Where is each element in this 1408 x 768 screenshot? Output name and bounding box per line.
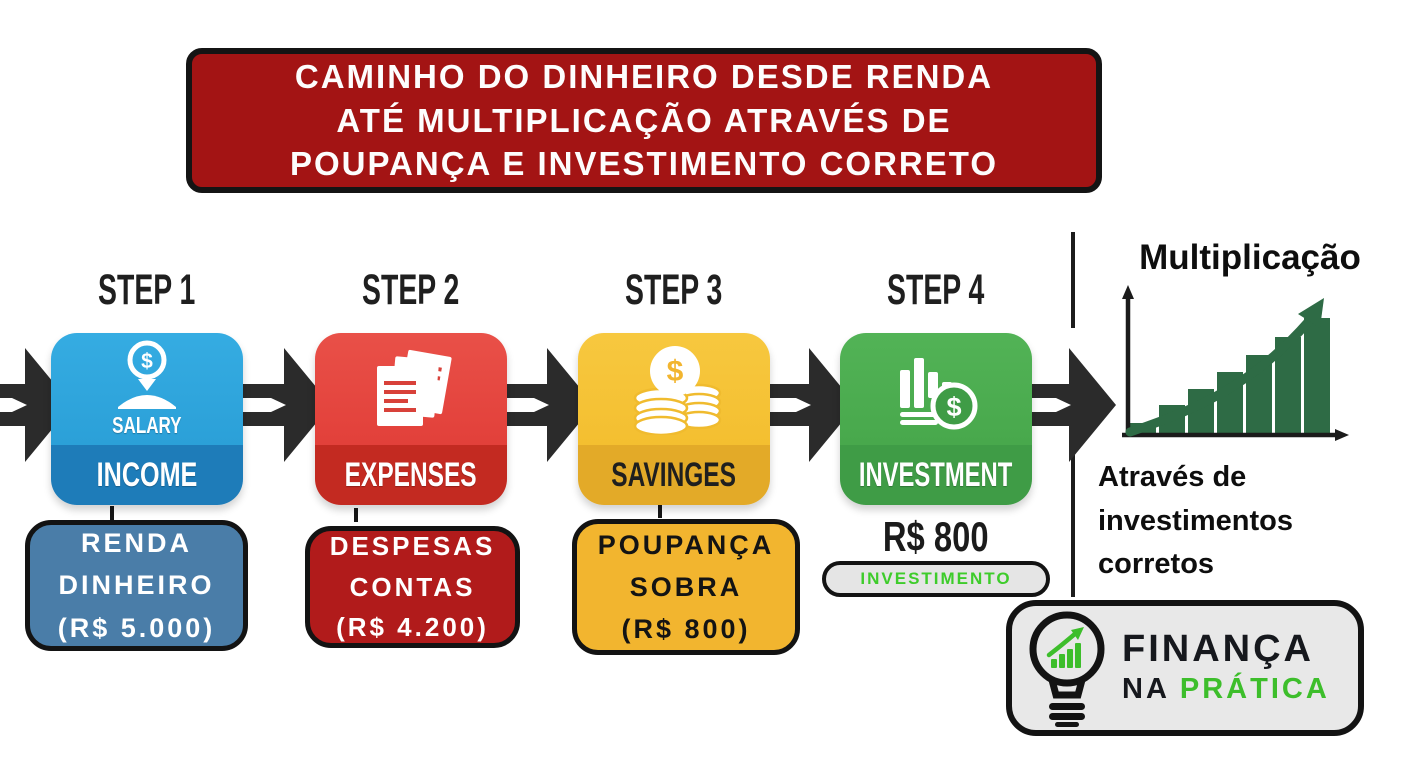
step2-heading: STEP 2 <box>295 266 527 315</box>
step3-heading-text: STEP 3 <box>625 266 723 314</box>
savings-box: $ SAVINGES <box>578 333 770 505</box>
growth-caption: Através de investimentos corretos <box>1098 461 1293 580</box>
flow-arrow <box>237 348 331 462</box>
growth-bar <box>1130 423 1156 435</box>
brand-logo: FINANÇA NA PRÁTICA <box>1006 600 1364 736</box>
growth-bar <box>1275 337 1301 435</box>
investment-box: $ INVESTMENT <box>840 333 1032 505</box>
growth-bar <box>1188 389 1214 435</box>
multiplication-title: Multiplicação <box>1139 238 1361 277</box>
income-band-text: INCOME <box>96 455 198 494</box>
step1-heading-text: STEP 1 <box>98 266 196 314</box>
growth-bar <box>1159 405 1185 435</box>
divider-line <box>1071 447 1075 597</box>
savings-icon: $ <box>633 346 722 435</box>
investment-band-text: INVESTMENT <box>859 455 1013 494</box>
investment-amount-text: R$ 800 <box>883 513 989 560</box>
step4-heading: STEP 4 <box>820 266 1052 315</box>
investment-badge-text: INVESTIMENTO <box>860 569 1012 588</box>
growth-bar <box>1217 372 1243 435</box>
growth-bars <box>1130 316 1336 435</box>
savings-band: SAVINGES <box>578 445 770 505</box>
logo-subtitle-highlight: PRÁTICA <box>1179 673 1330 706</box>
expenses-band-text: EXPENSES <box>345 455 477 494</box>
connector-tick <box>354 508 358 522</box>
logo-text: FINANÇA NA PRÁTICA <box>1122 627 1330 707</box>
flow-arrow <box>500 348 594 462</box>
expenses-icon <box>377 349 452 426</box>
title-text: CAMINHO DO DINHEIRO DESDE RENDA ATÉ MULT… <box>289 58 998 183</box>
investment-badge: INVESTIMENTO <box>822 561 1050 597</box>
savings-note: POUPANÇA SOBRA (R$ 800) <box>572 519 800 655</box>
logo-subtitle-prefix: NA <box>1122 673 1169 706</box>
dollar-glyph: $ <box>667 355 684 388</box>
salary-caption-text: SALARY <box>112 412 182 438</box>
expenses-box: EXPENSES <box>315 333 507 505</box>
step4-heading-text: STEP 4 <box>887 266 985 314</box>
growth-bar <box>1304 318 1330 435</box>
expenses-note: DESPESAS CONTAS (R$ 4.200) <box>305 526 520 648</box>
title-banner: CAMINHO DO DINHEIRO DESDE RENDA ATÉ MULT… <box>186 48 1102 193</box>
flow-arrow <box>0 348 72 462</box>
logo-title: FINANÇA <box>1122 627 1314 670</box>
flow-arrow <box>1022 348 1116 462</box>
savings-note-text: POUPANÇA SOBRA (R$ 800) <box>597 529 775 645</box>
income-note-text: RENDA DINHEIRO (R$ 5.000) <box>57 528 216 643</box>
lightbulb-icon <box>1029 611 1105 727</box>
logo-subtitle: NA PRÁTICA <box>1122 673 1330 706</box>
connector-tick <box>658 504 662 518</box>
dollar-glyph: $ <box>946 392 961 422</box>
step2-heading-text: STEP 2 <box>362 266 460 314</box>
flow-arrow <box>762 348 856 462</box>
step1-heading: STEP 1 <box>31 266 263 315</box>
step3-heading: STEP 3 <box>558 266 790 315</box>
income-band: INCOME <box>51 445 243 505</box>
expenses-band: EXPENSES <box>315 445 507 505</box>
salary-caption: SALARY <box>100 412 194 439</box>
salary-icon: $ <box>118 340 176 409</box>
income-box: $ SALARY INCOME <box>51 333 243 505</box>
investment-icon: $ <box>900 358 978 430</box>
growth-bar <box>1246 355 1272 435</box>
connector-tick <box>110 506 114 520</box>
savings-band-text: SAVINGES <box>611 455 737 494</box>
expenses-note-text: DESPESAS CONTAS (R$ 4.200) <box>329 531 496 643</box>
dollar-glyph: $ <box>141 350 153 373</box>
investment-band: INVESTMENT <box>840 445 1032 505</box>
divider-line <box>1071 232 1075 328</box>
income-note: RENDA DINHEIRO (R$ 5.000) <box>25 520 248 651</box>
investment-amount: R$ 800 <box>840 513 1032 561</box>
